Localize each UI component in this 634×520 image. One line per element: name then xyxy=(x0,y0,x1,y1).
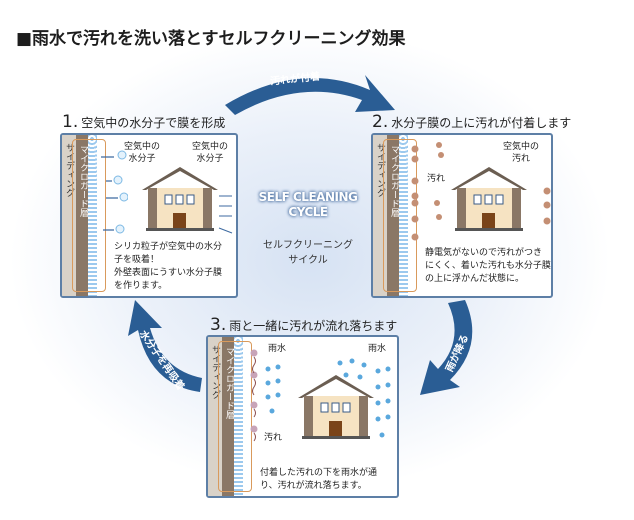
panel-1: サイディング マイクロガード層 空気中の水分子 空気中の水分子 シリカ粒子が空気… xyxy=(60,133,238,298)
water-molecules-icon xyxy=(101,150,128,234)
siding-label: サイディング xyxy=(375,143,385,197)
dirt-flowing-icon xyxy=(250,349,258,442)
panel1-title: 1.空気中の水分子で膜を形成 xyxy=(62,112,226,132)
panel3-desc: 付着した汚れの下を雨水が通り、汚れが流れ落ちます。 xyxy=(260,468,378,491)
arrow-right xyxy=(420,300,473,395)
siding-label: サイディング xyxy=(210,345,220,399)
page-title: ■雨水で汚れを洗い落とすセルフクリーニング効果 xyxy=(16,29,406,49)
siding-label: サイディング xyxy=(64,143,74,197)
panel2-title: 2.水分子膜の上に汚れが付着します xyxy=(372,112,572,132)
cycle-center: SELF CLEANING CYCLE セルフクリーニング サイクル xyxy=(248,190,368,268)
cycle-ja-1: セルフクリーニング xyxy=(263,240,353,251)
cycle-ja-2: サイクル xyxy=(288,255,328,266)
label-air-water-2: 空気中の水分子 xyxy=(192,142,229,164)
raindrops-icon xyxy=(265,358,391,438)
arrow-left xyxy=(128,300,202,392)
panel2-desc: 静電気がないので汚れがつきにくく、着いた汚れも水分子膜の上に浮かんだ状態に。 xyxy=(425,248,551,284)
arrow-top xyxy=(225,75,395,115)
incoming-dirt-icon xyxy=(543,187,551,225)
panel3-title: 3.雨と一緒に汚れが流れ落ちます xyxy=(210,315,398,335)
panel-3: サイディング マイクロガード層 雨水 雨水 汚れ 付着した汚れの下を雨水が通り、… xyxy=(206,335,399,498)
house-icon xyxy=(451,167,527,231)
cycle-en-2: CYCLE xyxy=(288,205,328,219)
label-dirt: 汚れ xyxy=(427,174,446,184)
panel1-desc: シリカ粒子が空気中の水分子を吸着！外壁表面にうすい水分子膜を作ります。 xyxy=(114,242,223,291)
label-rain-1: 雨水 xyxy=(268,344,287,354)
label-air-water-1: 空気中の水分子 xyxy=(124,142,161,164)
label-air-dirt: 空気中の汚れ xyxy=(503,142,540,164)
label-dirt: 汚れ xyxy=(264,433,283,443)
incoming-water-icon xyxy=(218,195,233,234)
panel-2: サイディング マイクロガード層 汚れ 空気中の汚れ 静電気がないので汚れがつきに… xyxy=(371,133,553,298)
house-icon xyxy=(298,375,374,439)
dirt-particles-icon xyxy=(411,142,444,241)
label-rain-2: 雨水 xyxy=(368,344,387,354)
guard-label: マイクロガード層 xyxy=(78,145,88,217)
guard-label: マイクロガード層 xyxy=(389,145,399,217)
guard-label: マイクロガード層 xyxy=(224,347,234,419)
house-icon xyxy=(142,167,218,231)
cycle-en-1: SELF CLEANING xyxy=(258,190,358,204)
